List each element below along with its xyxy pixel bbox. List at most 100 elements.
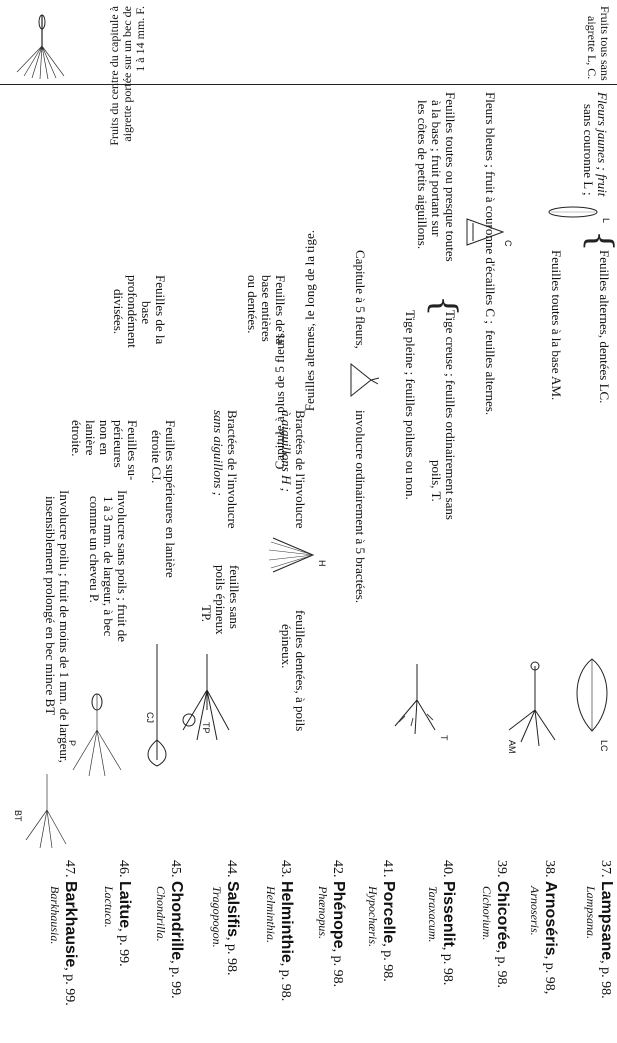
genus-latin: Cichorium. [480, 860, 494, 988]
genus-number: 39. [494, 860, 509, 881]
label-c: C [503, 240, 513, 247]
genus-latin: Arnoseris. [528, 860, 542, 994]
genus-name: Laitue [116, 881, 133, 928]
involucre-5-bracts: involucre ordinairement à 5 bractées. [353, 410, 367, 603]
root-couplet-b: Fruits du centre du capitule à aigrette … [108, 6, 147, 146]
genus-latin: Taraxacum. [426, 860, 440, 985]
involucre-h-figure [261, 530, 321, 580]
leaves-alternate: feuilles alternes. [483, 330, 497, 415]
stem-solid: Tige pleine ; feuilles poilues ou non. [403, 310, 417, 500]
label-t: T [439, 735, 449, 741]
genus-number: 46. [116, 860, 131, 881]
genus-name: Chicorée [494, 881, 511, 949]
genus-entry: 43. Helminthie, p. 98.Helminthia. [264, 860, 293, 1001]
involucre-glabrous: Involucre sans poils ; fruit de 1 à 3 mm… [87, 490, 129, 642]
fruit-l-figure [545, 200, 605, 230]
stem-hollow: Tige creuse ; feuilles ordinairement san… [429, 310, 457, 520]
capitulum-5-figure [341, 360, 381, 400]
genus-name: Chondrille [168, 881, 185, 960]
basal-leaves-divided: Feuilles de la base profondément divisée… [111, 275, 167, 348]
genus-page: , p. 98. [494, 949, 509, 988]
genus-entry: 47. Barkhausie, p. 99.Barkhausia. [48, 860, 77, 1006]
genus-name: Barkhausie [62, 881, 79, 967]
genus-page: , p. 98. [278, 963, 293, 1002]
genus-page: , p. 98. [380, 943, 395, 982]
genus-name: Arnoséris [542, 881, 559, 956]
leaves-all-basal: Feuilles toutes à la base AM. [549, 250, 563, 400]
genus-number: 38. [542, 860, 557, 881]
genus-number: 45. [168, 860, 183, 881]
upper-leaves-not-strap: Feuilles su- périeures non en lanière ét… [69, 420, 139, 480]
genus-entry: 37. Lampsane, p. 98.Lampsana. [584, 860, 613, 999]
genus-page: , p. 98, [542, 956, 557, 995]
leaves-alternate-toothed: Feuilles alternes, dentées LC. [597, 250, 611, 403]
genus-number: 43. [278, 860, 293, 881]
blue-flowers-couplet: Fleurs bleues ; fruit à couronne d'écail… [483, 92, 497, 324]
label-am: AM [507, 740, 517, 754]
genus-entry: 41. Porcelle, p. 98.Hypochæris. [366, 860, 395, 982]
label-cj: CJ [145, 712, 155, 723]
root-couplet-a: Fruits tous sans aigrette L, C. [585, 6, 611, 81]
leaf-cj-figure [137, 640, 177, 770]
genus-page: , p. 98. [440, 947, 455, 986]
label-lc: LC [599, 740, 609, 752]
genus-number: 44. [224, 860, 239, 881]
genus-number: 40. [440, 860, 455, 881]
genus-latin: Tragopogon. [210, 860, 224, 976]
brace-yellow: { [583, 230, 617, 252]
genus-latin: Barkhausia. [48, 860, 62, 1006]
basal-leaves-entire: Feuilles de la base entières ou dentées. [245, 275, 287, 344]
plant-t-figure [387, 660, 447, 740]
leaves-alternate-along-stem: Feuilles alternes, le long de la tige. [303, 230, 317, 411]
genus-number: 37. [598, 860, 613, 881]
genus-page: , p. 98. [598, 960, 613, 999]
leaves-mostly-basal-couplet: Feuilles toutes ou presque toutes à la b… [415, 92, 457, 262]
genus-entry: 42. Phénope, p. 98.Phænopus. [316, 860, 345, 987]
genus-name: Pissenlit [440, 881, 457, 947]
bracts-prickly: Bractées de l'involucre à aiguillons H ; [279, 410, 307, 529]
label-tp: TP [201, 722, 211, 734]
genus-latin: Chondrilla. [154, 860, 168, 999]
genus-latin: Hypochæris. [366, 860, 380, 982]
genus-page: , p. 99. [62, 967, 77, 1006]
leaf-lc-figure [567, 655, 617, 735]
genus-page: , p. 98. [330, 949, 345, 988]
label-h: H [317, 560, 327, 567]
genus-number: 47. [62, 860, 77, 881]
fruit-f-figure [12, 10, 72, 80]
prickly-leaves-toothed: feuilles dentées, à poils épineux. [279, 610, 307, 731]
fruit-c-figure [459, 215, 507, 249]
genus-name: Salsifis [224, 881, 241, 937]
label-l: L [601, 218, 611, 223]
plant-am-figure [505, 660, 565, 750]
genus-entry: 38. Arnoséris, p. 98,Arnoseris. [528, 860, 557, 994]
fruit-bt-figure [22, 770, 72, 850]
label-bt: BT [13, 810, 23, 822]
genus-name: Porcelle [380, 881, 397, 943]
label-p: P [67, 740, 77, 746]
genus-latin: Lactuca. [102, 860, 116, 967]
genus-page: , p. 99. [168, 960, 183, 999]
genus-entry: 40. Pissenlit, p. 98.Taraxacum. [426, 860, 455, 985]
yellow-flowers-couplet: Fleurs jaunes ; fruit sans couronne L ; [581, 92, 609, 196]
fruit-p-figure [67, 690, 127, 780]
genus-name: Phénope [330, 881, 347, 949]
smooth-leaves: feuilles sans poils épineux TP. [199, 565, 241, 635]
genus-name: Helminthie [278, 881, 295, 963]
genus-entry: 45. Chondrille, p. 99.Chondrilla. [154, 860, 183, 999]
genus-name: Lampsane [598, 881, 615, 960]
genus-entry: 44. Salsifis, p. 98.Tragopogon. [210, 860, 239, 976]
genus-number: 41. [380, 860, 395, 881]
upper-leaves-strap: Feuilles supérieures en lanière étroite … [149, 420, 177, 578]
bracts-smooth: Bractées de l'involucre sans aiguillons … [211, 410, 239, 529]
genus-page: , p. 99. [116, 928, 131, 967]
plant-tp-figure [177, 650, 237, 750]
genus-latin: Helminthia. [264, 860, 278, 1001]
capitulum-5-flowers: Capitule à 5 fleurs, [353, 250, 367, 349]
genus-entry: 46. Laitue, p. 99.Lactuca. [102, 860, 131, 967]
root-divider [0, 84, 617, 85]
genus-number: 42. [330, 860, 345, 881]
genus-latin: Phænopus. [316, 860, 330, 987]
